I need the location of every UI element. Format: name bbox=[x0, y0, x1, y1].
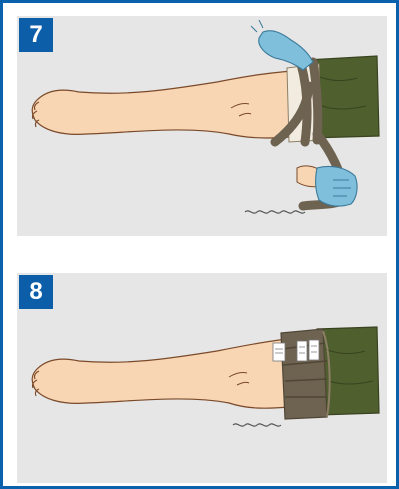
step-8-illustration bbox=[17, 273, 387, 483]
leg-illustration bbox=[32, 339, 289, 408]
step-8-panel: 8 bbox=[17, 273, 387, 483]
leg-illustration bbox=[32, 70, 309, 138]
wire-clip-icon bbox=[233, 424, 281, 426]
wire-clip-icon bbox=[245, 211, 305, 213]
bandage-label bbox=[297, 341, 307, 361]
step-7-illustration bbox=[17, 16, 387, 236]
step-number-badge: 7 bbox=[19, 18, 53, 52]
bandage-label bbox=[309, 340, 319, 360]
gloved-hand-icon bbox=[259, 31, 313, 70]
step-7-panel: 7 bbox=[17, 16, 387, 236]
bandage-label bbox=[273, 343, 285, 361]
gloved-hand-icon bbox=[316, 166, 357, 206]
step-number-badge: 8 bbox=[19, 275, 53, 309]
